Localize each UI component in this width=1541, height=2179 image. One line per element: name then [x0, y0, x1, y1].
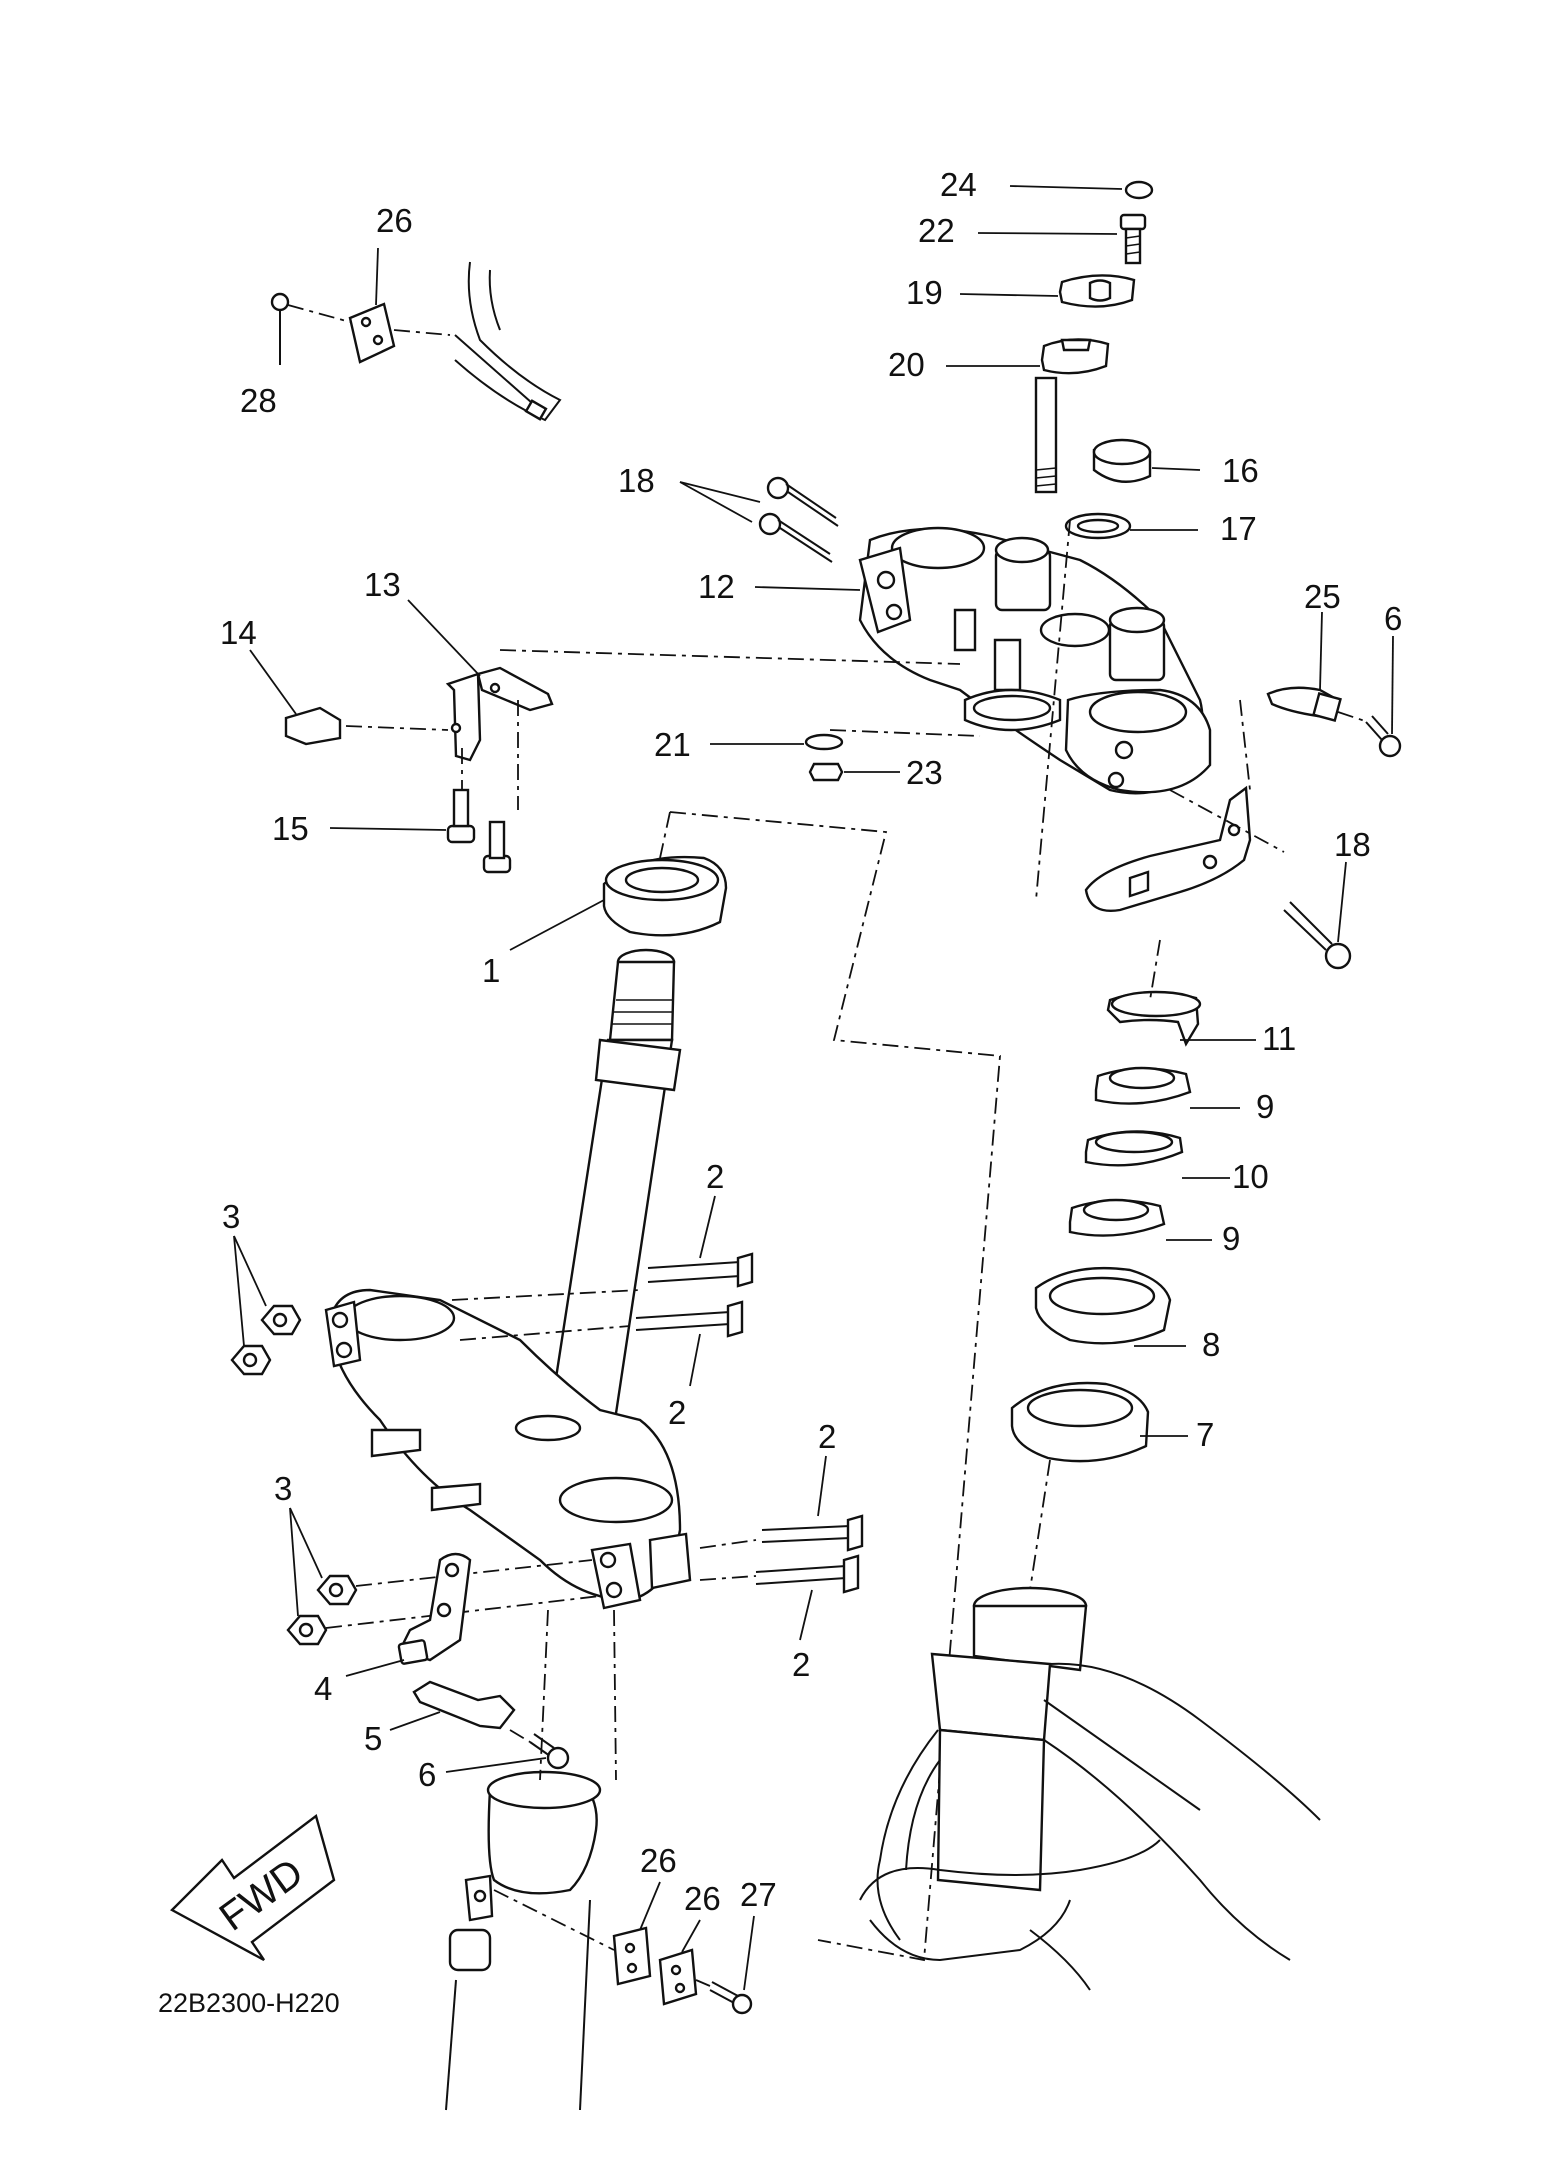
- callout-3-lower: 3: [274, 1470, 292, 1507]
- callout-1: 1: [482, 952, 500, 989]
- bolt-part-18-lower: [1283, 861, 1352, 970]
- rubber-washer-part-10: [1084, 1130, 1230, 1179]
- bolt-part-6-lower: [445, 1733, 570, 1773]
- bolt-pair-part-15: [329, 748, 512, 874]
- callout-2-b: 2: [668, 1394, 686, 1431]
- callout-15: 15: [272, 810, 309, 847]
- lower-bracket: [324, 1288, 692, 1610]
- callout-19: 19: [906, 274, 943, 311]
- callout-2-c: 2: [818, 1418, 836, 1455]
- callout-2-a: 2: [706, 1158, 724, 1195]
- bolt-pair-part-2-lower: [699, 1455, 864, 1641]
- callout-21: 21: [654, 726, 691, 763]
- callout-26-lower-b: 26: [684, 1880, 721, 1917]
- callout-2-d: 2: [792, 1646, 810, 1683]
- nut-pair-part-3-upper: [230, 1235, 302, 1376]
- fork-tube-left: [445, 1609, 617, 2111]
- nut-part-16: [1092, 438, 1201, 483]
- callout-26-top: 26: [376, 202, 413, 239]
- callout-9-lower: 9: [1222, 1220, 1240, 1257]
- callout-6-lower: 6: [418, 1756, 436, 1793]
- callout-5: 5: [364, 1720, 382, 1757]
- ring-nut-part-9-lower: [1068, 1198, 1212, 1241]
- bracket-part-26-top: [348, 247, 396, 364]
- nut-part-23: [808, 762, 900, 782]
- bracket-part-26-lower-right: [658, 1919, 701, 2006]
- callout-27: 27: [740, 1876, 777, 1913]
- callout-24: 24: [940, 166, 977, 203]
- callout-16: 16: [1222, 452, 1259, 489]
- nut-pair-part-3-lower: [286, 1507, 601, 1646]
- bolt-pair-part-2-upper: [451, 1195, 754, 1387]
- callout-18-upper: 18: [618, 462, 655, 499]
- bolt-part-6-upper: [1365, 635, 1402, 758]
- callout-12: 12: [698, 568, 735, 605]
- stay-plate: [1084, 699, 1285, 912]
- bearing-part-7: [1010, 1381, 1188, 1463]
- clip-part-5: [389, 1680, 531, 1743]
- steering-stem: [546, 948, 682, 1442]
- drawing-code: 22B2300-H220: [158, 1988, 340, 2018]
- callout-11: 11: [1262, 1020, 1296, 1057]
- callout-8: 8: [1202, 1326, 1220, 1363]
- plate-part-4: [345, 1552, 472, 1677]
- bearing-race-part-8: [1034, 1266, 1186, 1347]
- bolt-pair-part-18: [679, 476, 839, 563]
- callout-13: 13: [364, 566, 401, 603]
- callout-3-upper: 3: [222, 1198, 240, 1235]
- bearing-part-1: [509, 855, 728, 951]
- screw-part-28: [270, 292, 451, 365]
- forward-arrow-icon: [170, 1813, 336, 1962]
- handlebar-lever-sketch: [454, 261, 562, 422]
- clamp-part-25: [1266, 611, 1369, 723]
- callout-23: 23: [906, 754, 943, 791]
- callout-10: 10: [1232, 1158, 1269, 1195]
- callout-17: 17: [1220, 510, 1257, 547]
- washer-part-17: [1064, 512, 1198, 540]
- holder-upper-part-19: [959, 274, 1136, 308]
- callout-20: 20: [888, 346, 925, 383]
- dust-cover-part-11: [1106, 990, 1256, 1047]
- bolt-part-22: [977, 213, 1147, 265]
- callout-26-lower-a: 26: [640, 1842, 677, 1879]
- bracket-part-26-lower-left: [493, 1881, 661, 1986]
- callout-4: 4: [314, 1670, 332, 1707]
- callout-22: 22: [918, 212, 955, 249]
- frame-head-pipe: [859, 1586, 1321, 1991]
- callout-9-upper: 9: [1256, 1088, 1274, 1125]
- callout-28: 28: [240, 382, 277, 419]
- clip-part-14: [249, 649, 449, 746]
- callout-25: 25: [1304, 578, 1341, 615]
- callout-18-lower: 18: [1334, 826, 1371, 863]
- callout-7: 7: [1196, 1416, 1214, 1453]
- bracket-part-13: [407, 599, 961, 810]
- holder-lower-part-20: [946, 338, 1110, 494]
- washer-part-21: [710, 729, 981, 751]
- screw-part-27: [695, 1915, 755, 2015]
- cap-part-24: [1009, 180, 1154, 200]
- callout-14: 14: [220, 614, 257, 651]
- upper-bracket-part-12: [754, 526, 1212, 795]
- ring-nut-part-9-upper: [1094, 1066, 1240, 1109]
- callout-6-upper: 6: [1384, 600, 1402, 637]
